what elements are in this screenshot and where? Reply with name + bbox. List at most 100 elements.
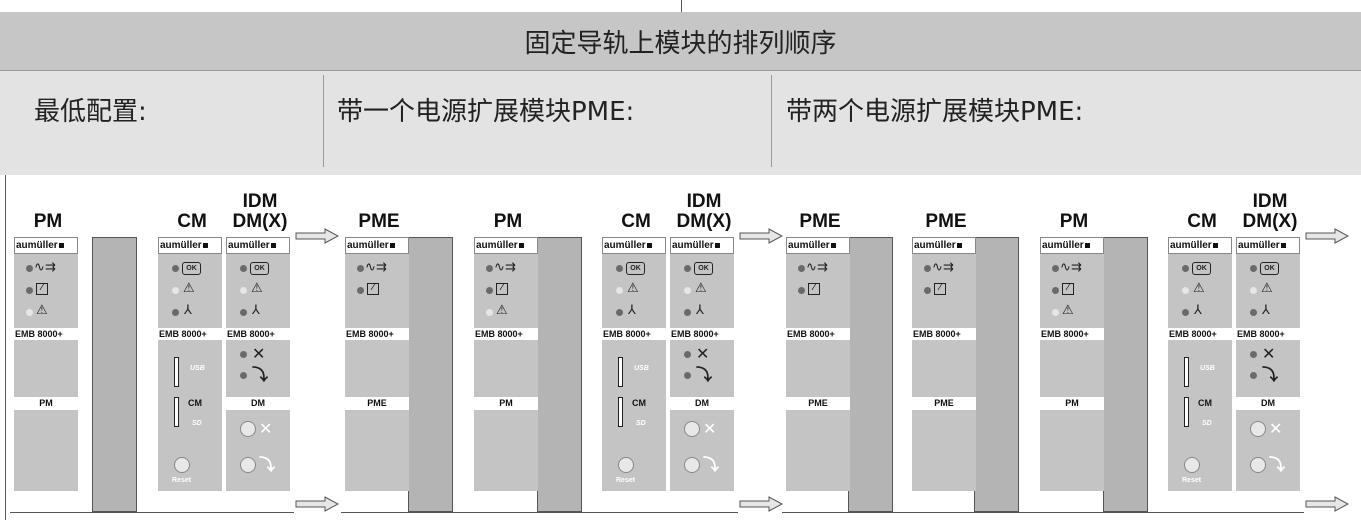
window-icon: ⁄ [934,283,946,295]
status-led [240,351,247,358]
window-open-icon: ⤵ [703,455,720,474]
status-led [26,287,33,294]
mounting-rail [408,237,453,512]
module-header: PM [472,212,544,232]
brand-text: aumüller [160,240,202,251]
status-led [1052,309,1059,316]
module-header: PME [910,212,982,232]
brand-mark [714,243,720,248]
arrow-right-icon [739,228,783,244]
sd-label: SD [1202,420,1212,427]
warning-icon: ⚠ [1193,281,1205,296]
status-led [240,287,247,294]
rail-bottom-line [782,512,1304,513]
usb-label: USB [634,365,649,372]
mounting-rail [848,237,893,512]
window-icon: ⁄ [36,283,48,295]
emb-label: EMB 8000+ [670,328,734,340]
dm-open-button[interactable] [684,457,700,473]
reset-button[interactable] [174,457,190,473]
module-nameplate: PME [786,397,850,410]
motor-icon: ⅄ [1194,303,1202,318]
brand-text: aumüller [788,240,830,251]
warning-icon: ⚠ [496,303,508,318]
module-header-name: CM [621,211,651,232]
brand-mark [830,243,836,248]
status-led [357,287,364,294]
emb-label: EMB 8000+ [474,328,538,340]
module-pme: aumüller∿⇉⁄EMB 8000+PME [345,237,409,491]
status-led [357,265,364,272]
dm-open-button[interactable] [240,457,256,473]
status-led [616,287,623,294]
arrow-right-icon [295,228,339,244]
usb-label: USB [190,365,205,372]
sd-slot[interactable] [174,397,179,427]
usb-slot[interactable] [174,357,179,387]
module-header-name: CM [177,211,207,232]
ok-icon: OK [182,262,201,275]
warning-icon: ⚠ [627,281,639,296]
motor-stop-icon: ✕ [252,344,266,363]
motor-stop-icon: ✕ [696,344,710,363]
brand-label: aumüller [226,237,290,254]
module-nameplate: PME [345,397,409,410]
brand-label: aumüller [786,237,850,254]
emb-label: EMB 8000+ [1236,328,1300,340]
brand-text: aumüller [347,240,389,251]
power-plug-icon: ∿⇉ [806,260,828,275]
mounting-rail [1103,237,1148,512]
config-divider [323,75,324,167]
status-led [798,287,805,294]
status-led [486,309,493,316]
status-led [1182,309,1189,316]
window-icon: ⁄ [1062,283,1074,295]
brand-mark [270,243,276,248]
arrow-right-icon [1305,496,1349,512]
module-header: PME [784,212,856,232]
dm-close-button[interactable] [684,421,700,437]
sd-slot[interactable] [1184,397,1189,427]
power-plug-icon: ∿⇉ [365,260,387,275]
reset-button[interactable] [1184,457,1200,473]
power-plug-icon: ∿⇉ [494,260,516,275]
dm-close-button[interactable] [1250,421,1266,437]
brand-label: aumüller [474,237,538,254]
module-nameplate: PM [1040,397,1104,410]
warning-icon: ⚠ [183,281,195,296]
status-led [486,265,493,272]
dm-close-button[interactable] [240,421,256,437]
usb-slot[interactable] [1184,357,1189,387]
emb-label: EMB 8000+ [602,328,666,340]
reset-button[interactable] [618,457,634,473]
usb-slot[interactable] [618,357,623,387]
config-label-one-pme: 带一个电源扩展模块PME: [337,97,635,127]
module-header: CM [600,212,672,232]
status-led [172,265,179,272]
dm-open-button[interactable] [1250,457,1266,473]
reset-label: Reset [616,477,636,484]
brand-mark [1212,243,1218,248]
cm-label: CM [632,398,646,408]
status-led [240,372,247,379]
status-led [616,265,623,272]
module-header-name: PM [33,211,63,232]
brand-text: aumüller [476,240,518,251]
reset-label: Reset [1182,477,1202,484]
module-header-name: PM [493,211,523,232]
usb-label: USB [1200,365,1215,372]
module-header-name: CM [1187,211,1217,232]
status-led [924,287,931,294]
motor-stop-icon: ✕ [703,419,717,438]
emb-label: EMB 8000+ [14,328,78,340]
window-open-icon: ⤵ [1269,455,1286,474]
config-divider [771,75,772,167]
config-label-minimum: 最低配置: [34,97,147,127]
module-header-name: PME [799,211,841,232]
sd-slot[interactable] [618,397,623,427]
motor-icon: ⅄ [252,303,260,318]
status-led [684,372,691,379]
